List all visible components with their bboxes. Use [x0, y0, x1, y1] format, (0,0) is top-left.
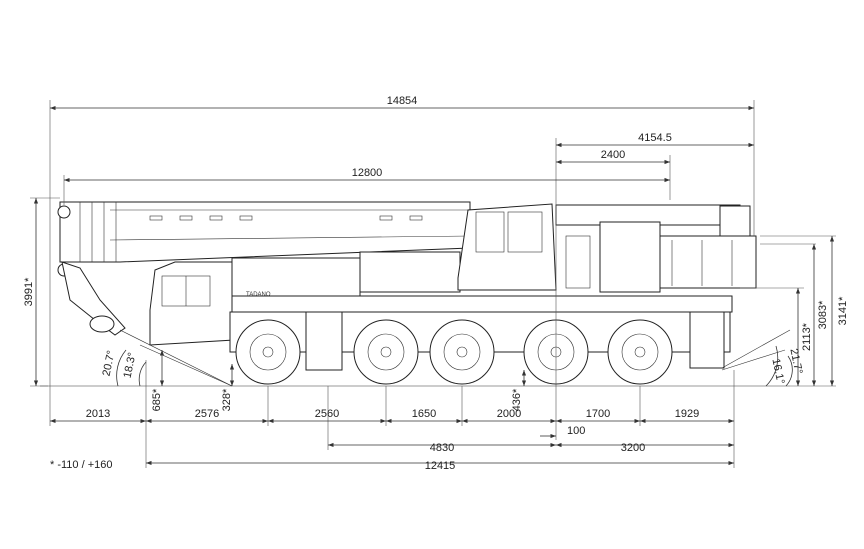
dim-height-3083: 3083*: [817, 300, 829, 329]
superstructure-cab: [457, 203, 557, 291]
dim-span-12415: 12415: [425, 460, 456, 472]
dim-offset-100: 100: [567, 425, 585, 437]
dim-height-2113: 2113*: [801, 322, 813, 351]
dim-front-overhang: 2013: [86, 408, 110, 420]
dim-height-total: 3991*: [23, 277, 35, 306]
dim-span-3200: 3200: [621, 442, 645, 454]
dim-ground-328: 328*: [221, 388, 233, 411]
counterweight: [555, 204, 757, 293]
dim-wheelbase-4: 2000: [497, 408, 521, 420]
dim-wheelbase-5: 1700: [586, 408, 610, 420]
tolerance-note: * -110 / +160: [50, 459, 112, 471]
angle-front-1: 20.7°: [101, 350, 118, 378]
dim-rear-upper: 4154.5: [638, 132, 672, 144]
dim-overall-length: 14854: [387, 95, 418, 107]
angle-rear-1: 21.7°: [787, 348, 804, 376]
angle-rear-2: 16.1°: [769, 358, 786, 386]
dim-wheelbase-1: 2576: [195, 408, 219, 420]
dim-height-3141: 3141*: [837, 296, 849, 325]
dim-rear-lower: 2400: [601, 149, 625, 161]
angle-front-2: 18.3°: [122, 352, 139, 380]
dim-ground-685: 685*: [151, 388, 163, 411]
dim-wheelbase-3: 1650: [412, 408, 436, 420]
dim-ground-436: 436*: [511, 388, 523, 411]
dim-rear-overhang: 1929: [675, 408, 699, 420]
carrier-cab: [149, 261, 235, 346]
dim-span-4830: 4830: [430, 442, 454, 454]
dimension-labels: 14854 4154.5 2400 12800 2013 2576 2560 1…: [23, 95, 849, 472]
manufacturer-logo: TADANO: [246, 292, 271, 298]
dim-boom-length: 12800: [352, 167, 383, 179]
dim-wheelbase-2: 2560: [315, 408, 339, 420]
dimension-lines: [30, 100, 836, 468]
crane-illustration: TADANO: [40, 201, 791, 387]
